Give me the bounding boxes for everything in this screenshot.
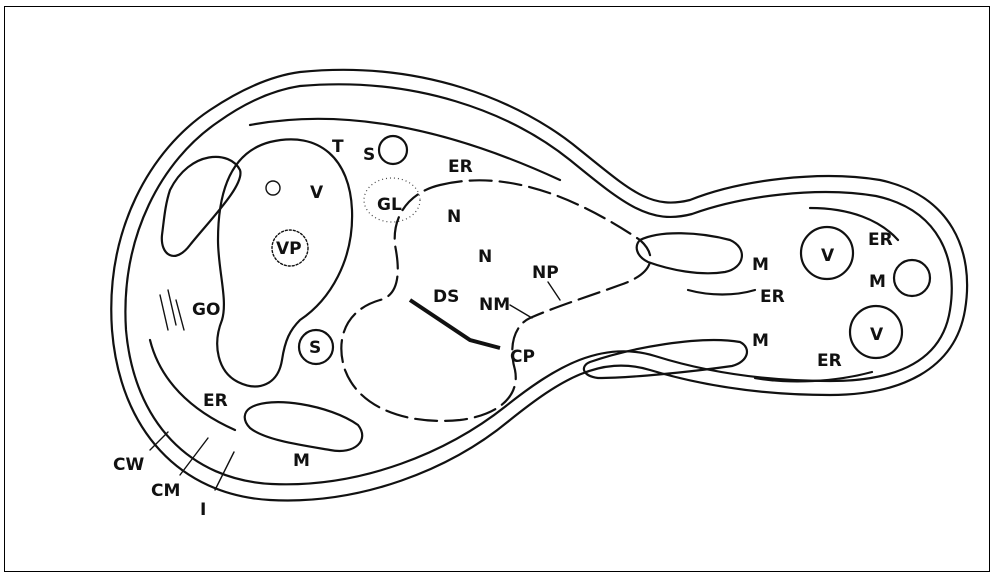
label-S-top: S xyxy=(363,145,375,165)
label-M-bud: M xyxy=(869,272,886,292)
label-M-neck: M xyxy=(752,255,769,275)
i-pointer xyxy=(215,452,234,490)
label-CW: CW xyxy=(113,455,144,475)
cell-membrane-outline xyxy=(125,84,951,484)
er-top xyxy=(250,119,560,180)
label-CM: CM xyxy=(151,481,180,501)
label-M-bud-lower: M xyxy=(752,331,769,351)
er-left xyxy=(150,340,235,430)
label-T: T xyxy=(332,137,344,157)
label-M-bottom: M xyxy=(293,451,310,471)
label-GL: GL xyxy=(377,195,402,215)
label-GO: GO xyxy=(192,300,220,320)
label-V-bud-lower: V xyxy=(870,325,884,345)
golgi-apparatus xyxy=(160,290,184,330)
storage-granule-top xyxy=(379,136,407,164)
er-bud-mid xyxy=(688,290,755,295)
mitochondrion-neck xyxy=(637,233,742,273)
label-I: I xyxy=(200,500,206,520)
label-DS: DS xyxy=(433,287,459,307)
label-ER-bud-mid: ER xyxy=(760,287,785,307)
label-VP: VP xyxy=(276,239,302,259)
label-NP: NP xyxy=(532,263,559,283)
mitochondrion-bottom xyxy=(245,402,362,451)
bud-mitochondrion xyxy=(894,260,930,296)
label-N-nucleus: N xyxy=(478,247,492,267)
label-ER-bud-bottom: ER xyxy=(817,351,842,371)
label-V-vacuole: V xyxy=(310,183,324,203)
cell-wall-outline xyxy=(111,70,967,501)
vacuole-particle xyxy=(266,181,280,195)
label-N-membrane: N xyxy=(447,207,461,227)
nm-pointer xyxy=(510,305,532,318)
label-S-lower: S xyxy=(309,338,321,358)
mitochondrion-top-left xyxy=(162,157,241,256)
label-V-bud-top: V xyxy=(821,246,835,266)
cm-pointer xyxy=(180,438,208,475)
label-ER-top: ER xyxy=(448,157,473,177)
np-pointer xyxy=(548,282,560,300)
label-CP: CP xyxy=(510,347,535,367)
label-NM: NM xyxy=(479,295,510,315)
label-ER-bud-top: ER xyxy=(868,230,893,250)
label-ER-left: ER xyxy=(203,391,228,411)
